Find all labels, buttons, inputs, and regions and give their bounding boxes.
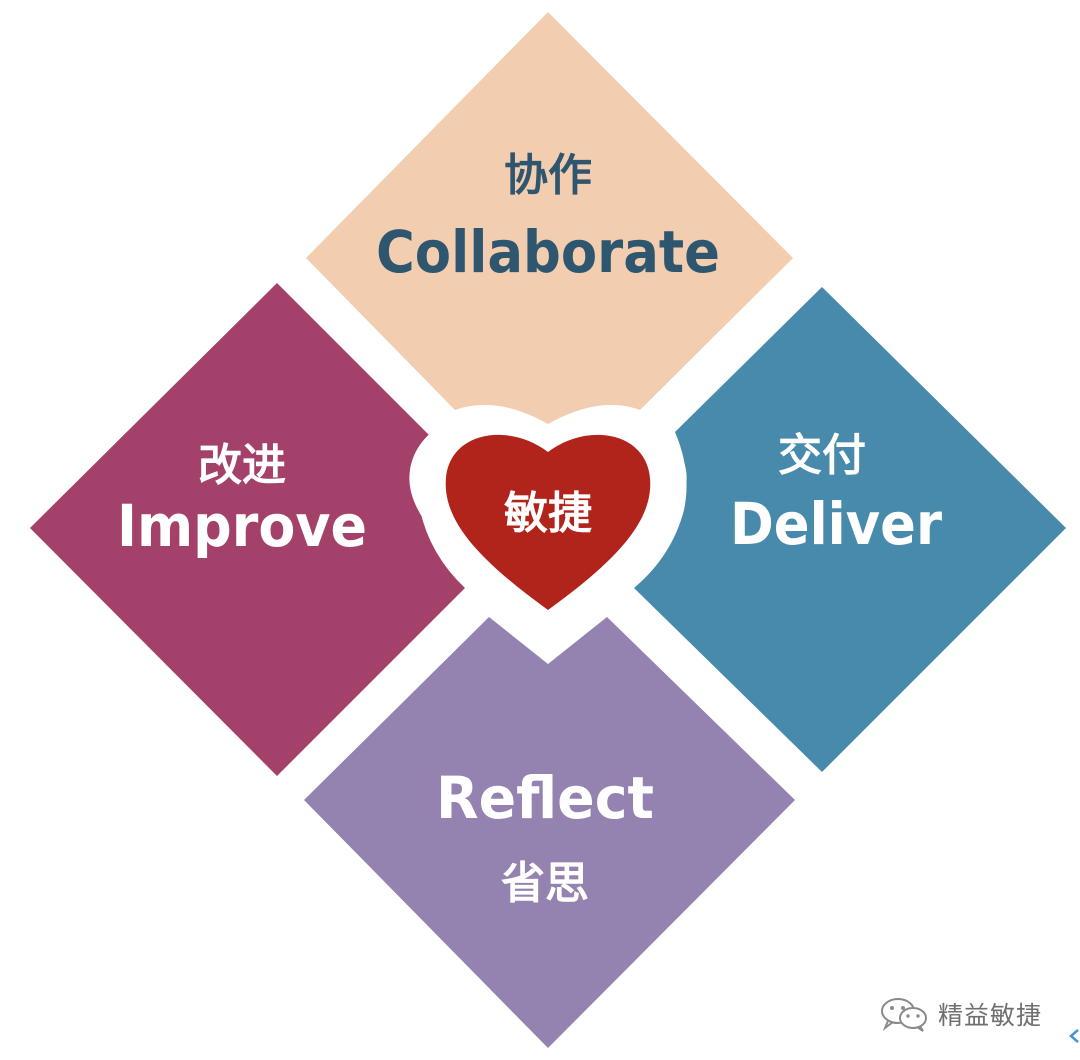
collaborate-quadrant: 协作 Collaborate — [306, 12, 793, 424]
reflect-label-cn: 省思 — [501, 858, 589, 909]
reflect-quadrant: Reflect 省思 — [304, 617, 795, 1048]
chevron-left-icon — [1069, 1029, 1079, 1043]
deliver-diamond — [634, 287, 1066, 772]
collaborate-diamond — [306, 12, 793, 424]
agile-heart: 敏捷 — [409, 411, 687, 628]
collaborate-label-en: Collaborate — [376, 218, 720, 286]
deliver-quadrant: 交付 Deliver — [634, 287, 1066, 772]
improve-quadrant: 改进 Improve — [30, 283, 465, 776]
improve-label-en: Improve — [117, 492, 367, 560]
deliver-label-cn: 交付 — [778, 430, 866, 481]
collaborate-label-cn: 协作 — [504, 150, 592, 201]
deliver-label-en: Deliver — [730, 490, 942, 558]
watermark: 精益敏捷 — [878, 994, 1042, 1034]
improve-diamond — [30, 283, 465, 776]
heart-label: 敏捷 — [504, 488, 592, 539]
improve-label-cn: 改进 — [198, 440, 286, 491]
wechat-icon — [881, 998, 927, 1032]
watermark-text: 精益敏捷 — [938, 1001, 1043, 1030]
heart-icon — [445, 434, 651, 610]
reflect-label-en: Reflect — [436, 764, 654, 832]
reflect-diamond — [304, 617, 795, 1048]
